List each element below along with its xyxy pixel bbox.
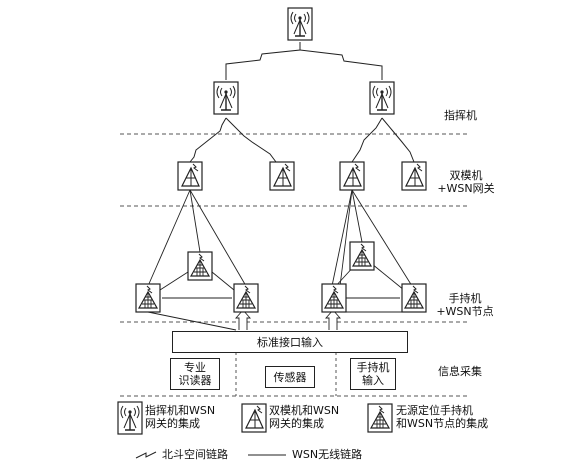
legend-item-handheld-line2: 和WSN节点的集成 (396, 417, 489, 430)
input-arrows (235, 309, 341, 330)
beidou-link (225, 117, 277, 163)
dual-mode-icon (269, 161, 295, 191)
standard-interface-box: 标准接口输入 (172, 331, 408, 353)
legend-beidou-sample (135, 451, 157, 459)
input-box-handheld-line2: 输入 (362, 374, 384, 387)
command-antenna-icon (369, 81, 395, 115)
beidou-link (351, 117, 383, 163)
beidou-link (225, 42, 301, 80)
level-label-command: 指挥机 (444, 109, 477, 122)
legend-item-handheld-line1: 无源定位手持机 (396, 404, 473, 417)
level-label-info: 信息采集 (438, 365, 482, 378)
handheld-node-icon (321, 283, 347, 313)
input-box-sensor-line1: 传感器 (273, 370, 307, 384)
legend-item-command-line1: 指挥机和WSN (145, 404, 216, 417)
wsn-link (211, 271, 235, 291)
legend-item-dual-line1: 双模机和WSN (269, 404, 340, 417)
legend-item-dual-line2: 网关的集成 (269, 417, 324, 430)
legend-handheld-icon (367, 403, 393, 433)
wsn-link (371, 263, 405, 291)
input-box-reader-line1: 专业 (184, 361, 206, 374)
handheld-node-icon (135, 283, 161, 313)
legend-item-command: 指挥机和WSN 网关的集成 (145, 404, 215, 430)
dual-mode-icon (177, 161, 203, 191)
wsn-link (189, 189, 247, 287)
wsn-link (351, 189, 413, 287)
wsn-link (189, 189, 201, 253)
beidou-link (299, 49, 383, 80)
wsn-link (351, 189, 363, 243)
command-antenna-icon (213, 81, 239, 115)
level-label-handheld: 手持机 +WSN节点 (432, 292, 498, 318)
level-label-handheld-line1: 手持机 (448, 292, 482, 305)
handheld-node-icon (401, 283, 427, 313)
handheld-node-icon (233, 283, 259, 313)
level-label-handheld-line2: +WSN节点 (436, 305, 494, 318)
wsn-link (159, 271, 189, 291)
legend-item-handheld: 无源定位手持机 和WSN节点的集成 (396, 404, 488, 430)
handheld-node-icon (187, 251, 213, 281)
input-box-reader: 专业 识读器 (170, 358, 220, 390)
legend-item-dual: 双模机和WSN 网关的集成 (269, 404, 339, 430)
legend-command-icon (117, 401, 143, 435)
level-label-dual: 双模机 +WSN网关 (430, 169, 502, 195)
top-antenna-icon (287, 7, 313, 41)
wsn-link (147, 189, 191, 287)
beidou-link (189, 117, 227, 163)
level-label-dual-line2: +WSN网关 (437, 182, 495, 195)
input-box-reader-line2: 识读器 (178, 374, 212, 387)
handheld-node-icon (349, 241, 375, 271)
input-box-handheld-line1: 手持机 (356, 361, 390, 374)
legend-dual-icon (241, 403, 267, 433)
legend-wsn-label: WSN无线链路 (292, 448, 363, 461)
level-label-dual-line1: 双模机 (449, 169, 483, 182)
dual-mode-icon (339, 161, 365, 191)
wsn-link (331, 189, 353, 287)
legend-beidou-label: 北斗空间链路 (162, 448, 228, 461)
dual-mode-icon (401, 161, 427, 191)
input-box-handheld: 手持机 输入 (350, 358, 396, 390)
wsn-link (147, 311, 237, 331)
beidou-link (381, 117, 415, 163)
wsn-link (339, 189, 353, 287)
legend-item-command-line2: 网关的集成 (145, 417, 200, 430)
input-box-sensor: 传感器 (265, 366, 315, 388)
